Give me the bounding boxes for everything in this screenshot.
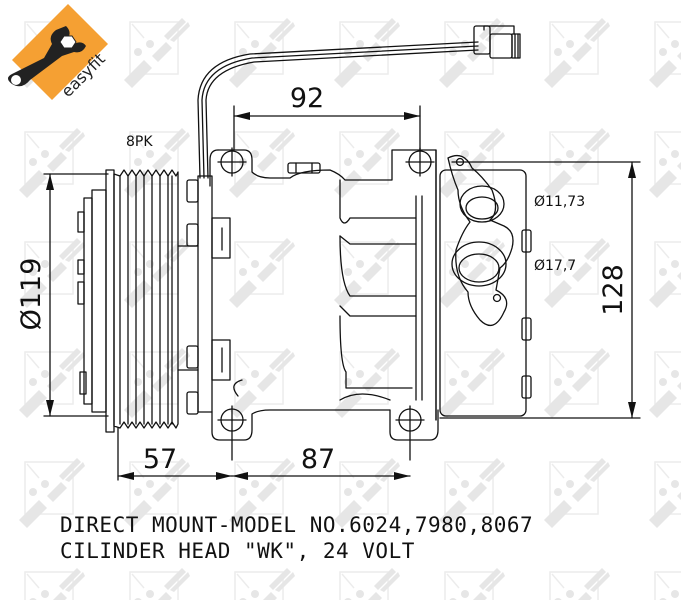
dim-label-128: 128 — [598, 264, 629, 316]
wire-harness — [197, 25, 521, 179]
dimension-57-87 — [117, 427, 411, 481]
port-label-large: Ø17,7 — [534, 258, 576, 274]
belt-type-label: 8PK — [126, 134, 153, 150]
compressor-body — [209, 147, 439, 461]
front-mount-plate — [177, 175, 231, 415]
dimension-92 — [233, 105, 421, 151]
dim-label-92: 92 — [290, 83, 324, 114]
caption-line-1: DIRECT MOUNT-MODEL NO.6024,7980,8067 — [60, 513, 534, 537]
easyfit-logo: easyfit — [8, 4, 109, 101]
pulley — [77, 169, 179, 433]
caption-line-2: CILINDER HEAD "WK", 24 VOLT — [60, 539, 415, 563]
dim-label-57: 57 — [143, 444, 177, 475]
dimension-pulley-diameter — [43, 173, 109, 417]
wrench-icon — [8, 26, 86, 87]
dim-label-pulley-diameter: Ø119 — [16, 258, 47, 331]
rear-cylinder-head — [439, 154, 532, 417]
port-label-small: Ø11,73 — [534, 194, 585, 210]
dimension-height — [439, 161, 641, 419]
dim-label-87: 87 — [301, 444, 335, 475]
